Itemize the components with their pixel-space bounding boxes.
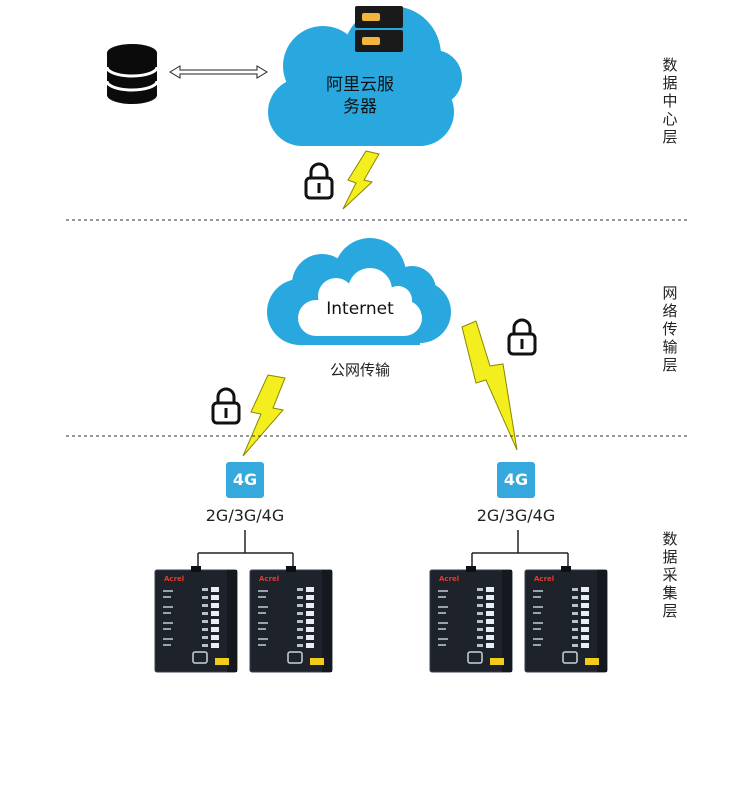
collector-device (249, 565, 333, 673)
collector-device (524, 565, 608, 673)
lock-icon (507, 318, 537, 356)
gateway-4g-badge: 4G (497, 462, 535, 498)
server-icon (355, 6, 403, 52)
cloud-internet-label: Internet (326, 299, 394, 319)
cloud-aliyun-label: 阿里云服务器 (326, 75, 394, 117)
cloud-internet (267, 238, 451, 345)
layer-label-collection: 数据采集层 (662, 530, 678, 620)
network-caption: 公网传输 (329, 361, 390, 379)
collector-device (154, 565, 238, 673)
layer-label-data-center: 数据中心层 (662, 56, 678, 146)
collector-device (429, 565, 513, 673)
gateway-4g-badge: 4G (226, 462, 264, 498)
connector-right (471, 530, 569, 570)
gateway-protocol-label: 2G/3G/4G (205, 506, 285, 525)
lock-icon (304, 162, 334, 200)
lightning-icon (242, 374, 286, 457)
bidirectional-arrow-icon (169, 65, 268, 79)
lock-icon (211, 387, 241, 425)
database-icon (105, 44, 159, 104)
gateway-protocol-label: 2G/3G/4G (476, 506, 556, 525)
lightning-icon (342, 150, 380, 210)
layer-label-network: 网络传输层 (662, 284, 678, 374)
connector-left (197, 530, 294, 570)
lightning-icon (461, 320, 518, 451)
